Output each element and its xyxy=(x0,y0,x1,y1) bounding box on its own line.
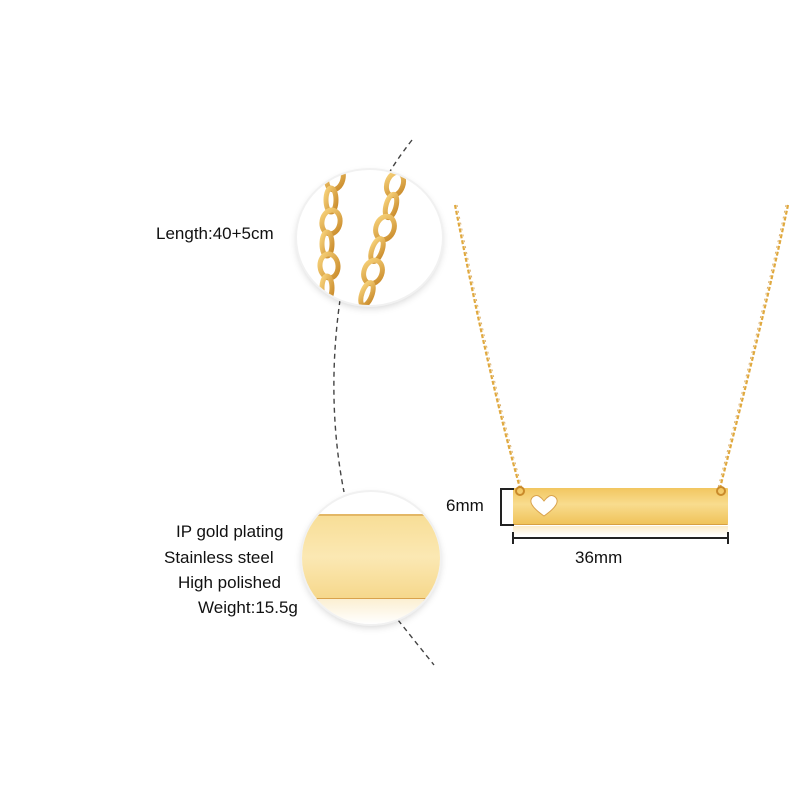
spec-material: Stainless steel xyxy=(164,548,274,567)
width-dimension-line xyxy=(512,532,729,544)
width-dimension-label: 36mm xyxy=(575,548,623,567)
bar-reflection xyxy=(513,526,728,536)
spec-plating: IP gold plating xyxy=(176,522,284,541)
spec-weight: Weight:15.5g xyxy=(198,598,298,617)
pendant-bar xyxy=(513,486,728,524)
heart-cutout-icon xyxy=(530,495,558,517)
bar-surface-circle xyxy=(302,492,440,624)
height-dimension-bracket xyxy=(500,488,514,526)
jump-ring-left xyxy=(515,486,525,496)
jump-ring-right xyxy=(716,486,726,496)
bar-surface-closeup xyxy=(302,514,440,601)
height-dimension-label: 6mm xyxy=(446,496,484,515)
chain-length-label: Length:40+5cm xyxy=(156,224,274,243)
spec-finish: High polished xyxy=(178,573,282,592)
